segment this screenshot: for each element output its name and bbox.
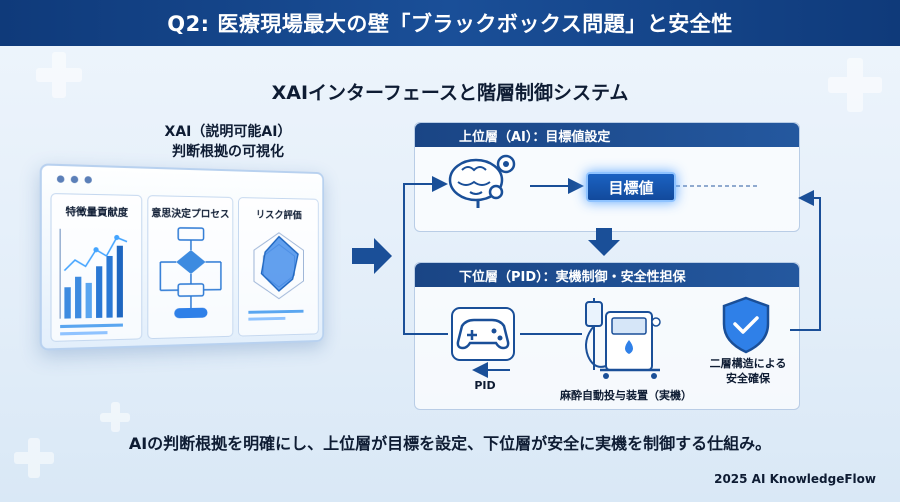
shield-label-line1: 二層構造による [709,357,787,370]
xai-label: XAI（説明可能AI） 判断根拠の可視化 [108,122,348,162]
bar-chart-icon [52,218,142,336]
flow-arrow-icon [352,238,392,274]
background-cross [100,402,130,432]
xai-label-line1: XAI（説明可能AI） [164,124,292,140]
xai-label-line2: 判断根拠の可視化 [172,144,284,160]
feedback-line-left [403,176,448,335]
feature-contribution-card: 特徴量貢献度 [50,193,143,342]
down-arrow-icon [588,228,620,256]
controller-icon [451,307,515,361]
upper-layer-box: 上位層（AI）：目標値設定 [414,122,800,232]
pid-label: PID [474,379,496,392]
risk-assessment-card: リスク評価 [238,197,319,337]
target-value-box: 目標値 [586,172,676,202]
upper-layer-header: 上位層（AI）：目標値設定 [415,123,799,147]
background-cross [36,52,82,98]
xai-interface-window: 特徴量貢献度 意思決定プロセス [39,163,325,351]
shield-label-line2: 安全確保 [726,372,770,385]
diagram-subtitle: XAIインターフェースと階層制御システム [271,82,629,104]
decision-process-card: 意思決定プロセス [147,195,234,340]
brain-gear-icon [448,154,516,208]
shield-check-icon [722,296,770,354]
page-title: Q2: 医療現場最大の壁「ブラックボックス問題」と安全性 [0,0,900,46]
bottom-caption: AIの判断根拠を明確にし、上位層が目標を設定、下位層が安全に実機を制御する仕組み… [128,434,772,453]
device-label: 麻酔自動投与装置（実機） [560,389,692,402]
background-cross [14,438,54,478]
credit-text: 2025 AI KnowledgeFlow [714,472,876,486]
anesthesia-device-icon [585,298,661,379]
radar-chart-icon [248,221,318,321]
flowchart-icon [148,219,232,319]
feedback-line-right [790,190,821,331]
shield-label: 二層構造による 安全確保 [700,356,796,386]
background-cross [828,58,882,112]
lower-layer-header: 下位層（PID）：実機制御・安全性担保 [415,263,799,287]
